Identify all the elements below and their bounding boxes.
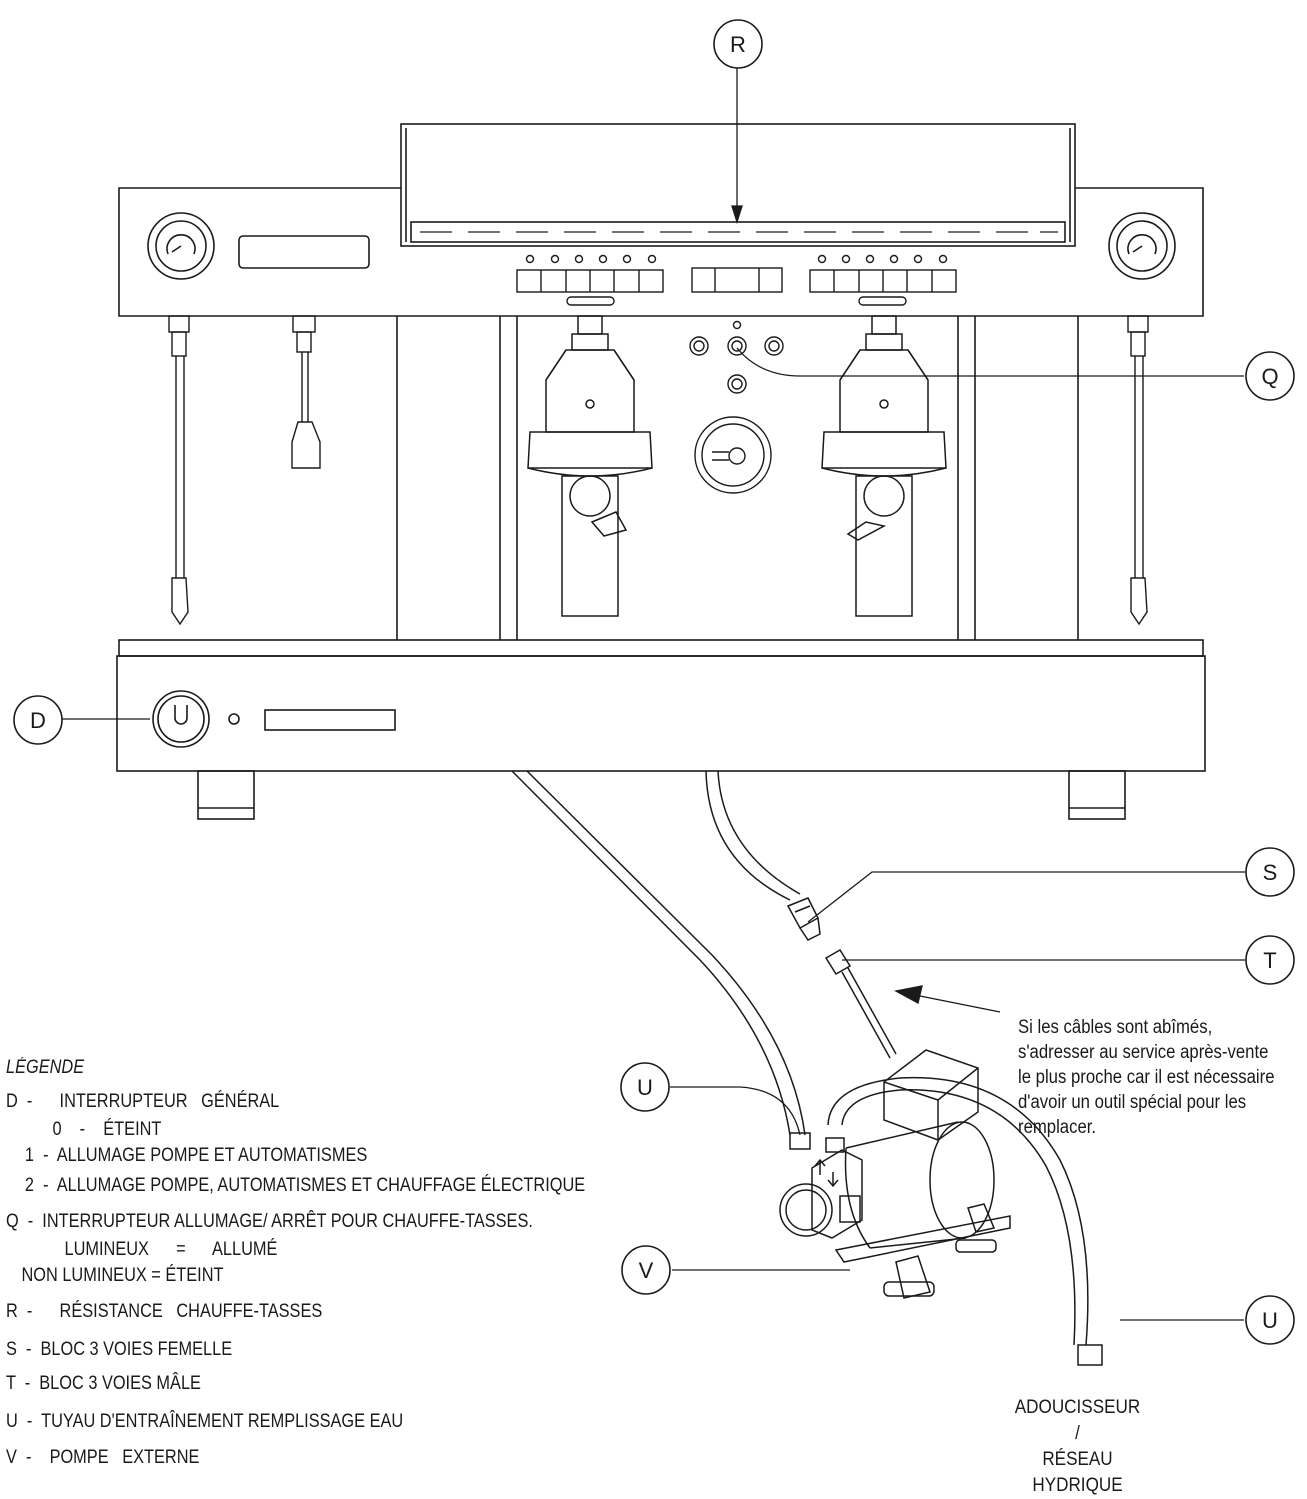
callout-q: Q [1245,351,1295,401]
callout-q-label: Q [1261,364,1278,389]
callout-r: R [713,19,763,69]
external-pump [779,1049,1011,1299]
callout-d-label: D [30,708,46,733]
note-line-1: Si les câbles sont abîmés, [1018,1017,1213,1038]
machine-frame [396,316,1079,640]
callout-u-left-label: U [637,1075,653,1100]
pump-hose-right [827,1076,1103,1366]
legend-title: LÉGENDE [6,1057,85,1078]
legend-line-q-unlit: NON LUMINEUX = ÉTEINT [21,1265,224,1286]
callout-s-label: S [1263,860,1278,885]
water-source-line-2: / [1075,1423,1080,1444]
pump-hose-left [511,770,806,1136]
machine-upper-body [118,187,1204,317]
right-group-head [821,315,947,617]
legend-line-q-lit: LUMINEUX = ALLUMÉ [64,1239,278,1260]
note-line-2: s'adresser au service après-vente [1018,1042,1269,1063]
legend-line-d: D - INTERRUPTEUR GÉNÉRAL [6,1091,280,1112]
legend-line-d1: 1 - ALLUMAGE POMPE ET AUTOMATISMES [24,1145,368,1166]
callout-r-label: R [730,32,746,57]
hose-fittings [789,1132,845,1153]
power-cable [705,770,801,901]
cable-warning-note: Si les câbles sont abîmés, s'adresser au… [1018,1015,1282,1140]
callout-u-right: U [1245,1295,1295,1345]
legend-line-d2: 2 - ALLUMAGE POMPE, AUTOMATISMES ET CHAU… [24,1175,586,1196]
legend-line-q: Q - INTERRUPTEUR ALLUMAGE/ ARRÊT POUR CH… [6,1211,533,1232]
callout-u-right-label: U [1262,1308,1278,1333]
callout-v-label: V [639,1258,654,1283]
note-line-5: remplacer. [1018,1117,1097,1138]
water-source-label: ADOUCISSEUR / RÉSEAU HYDRIQUE [999,1395,1157,1499]
legend-line-v: V - POMPE EXTERNE [6,1447,200,1468]
left-group-head [527,315,653,617]
callout-u-left: U [620,1062,670,1112]
hot-water-wand [291,315,321,469]
legend-line-t: T - BLOC 3 VOIES MÂLE [6,1373,201,1394]
legend-line-u: U - TUYAU D'ENTRAÎNEMENT REMPLISSAGE EAU [6,1411,404,1432]
callout-t-label: T [1263,948,1276,973]
water-source-line-1: ADOUCISSEUR [1014,1397,1141,1418]
connector-female [786,897,821,941]
leader-lines [62,64,1245,1321]
left-keypad [516,254,664,306]
left-steam-wand [168,315,190,626]
legend-line-r: R - RÉSISTANCE CHAUFFE-TASSES [6,1301,323,1322]
note-line-3: le plus proche car il est nécessaire [1018,1067,1275,1088]
legend-line-s: S - BLOC 3 VOIES FEMELLE [6,1339,233,1360]
callout-t: T [1245,935,1295,985]
center-keypad [691,267,783,293]
right-steam-wand [1127,315,1149,626]
callout-s: S [1245,847,1295,897]
cup-warmer-switches [689,320,784,494]
callout-d: D [13,695,63,745]
water-source-line-3: RÉSEAU HYDRIQUE [1032,1449,1123,1496]
machine-base [116,639,1206,820]
note-line-4: d'avoir un outil spécial pour les [1018,1092,1247,1113]
right-keypad [809,254,957,306]
legend-line-d0: 0 - ÉTEINT [52,1119,162,1140]
callout-v: V [621,1245,671,1295]
cup-warmer-tray [400,123,1076,247]
connector-male [824,948,897,1059]
